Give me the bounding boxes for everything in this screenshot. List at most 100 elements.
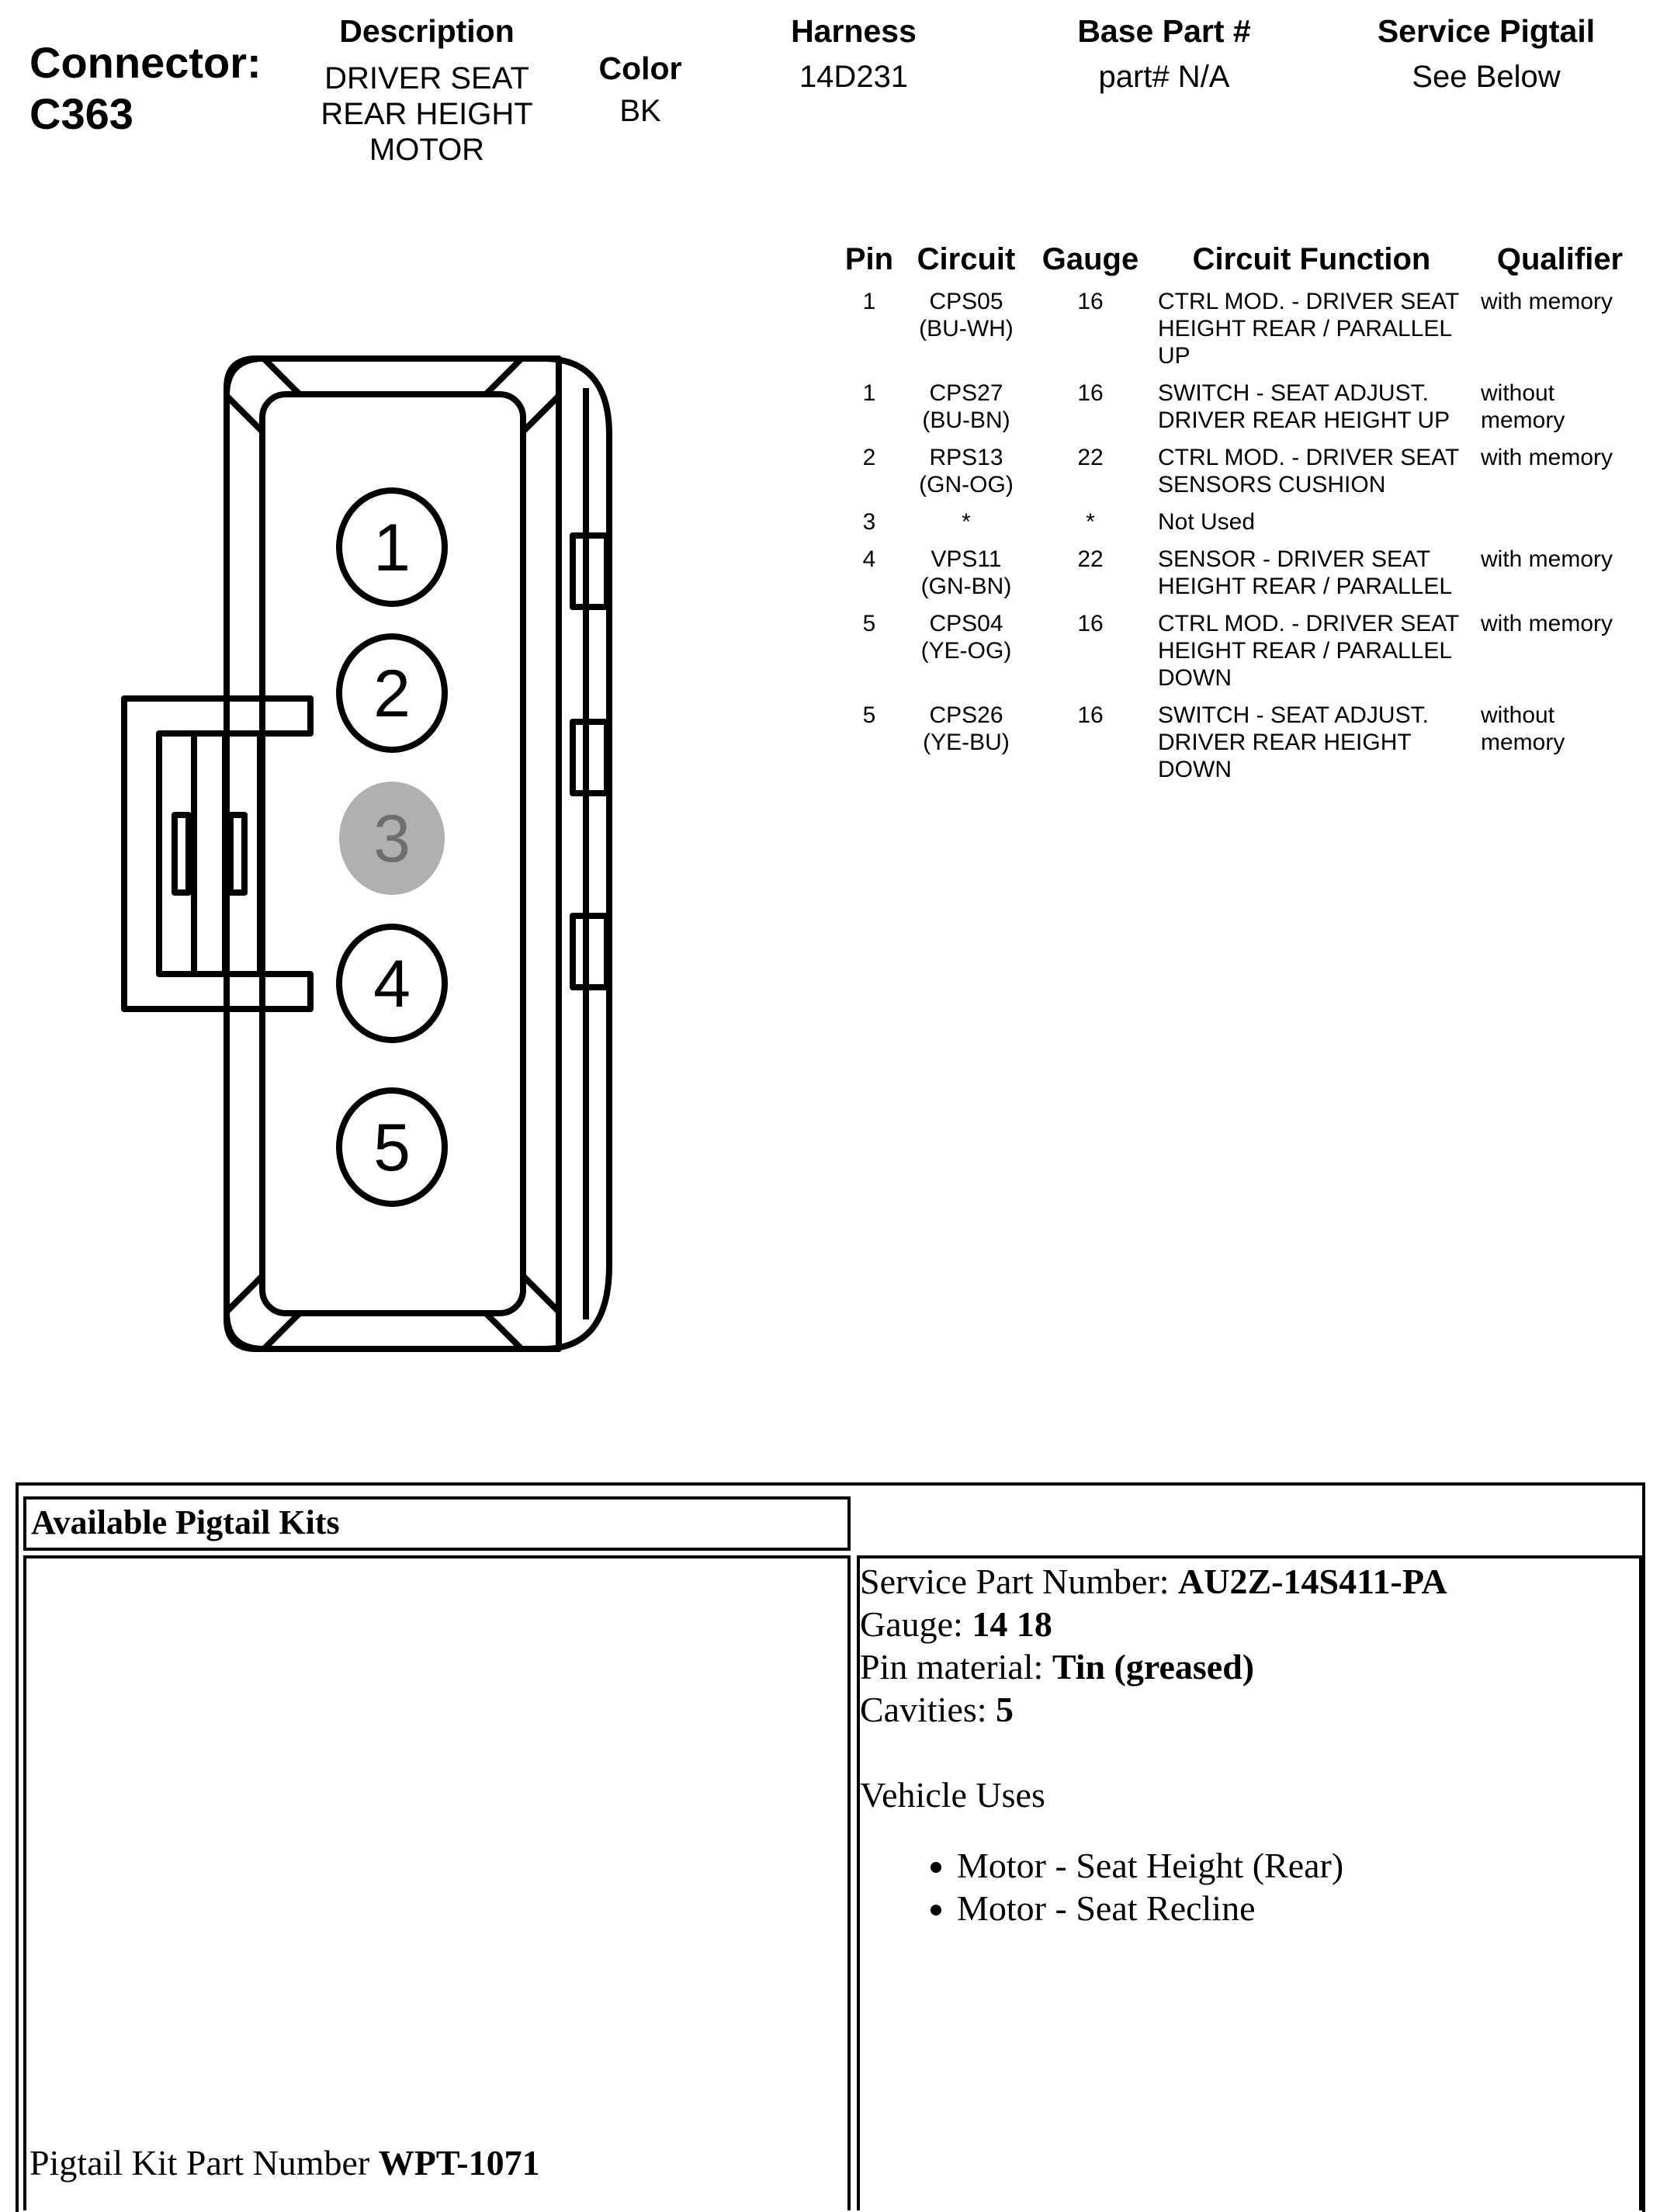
connector-title: Connector: C363	[29, 37, 262, 140]
gauge-header: Gauge	[1041, 242, 1139, 276]
gauge-line: Gauge: 14 18	[860, 1603, 1447, 1645]
gauge-cell: 16	[1077, 611, 1104, 636]
gauge-cell: 16	[1077, 380, 1104, 406]
circuit-header: Circuit	[917, 242, 1016, 276]
pin-4-cavity	[336, 924, 448, 1043]
pin-material-value: Tin (greased)	[1052, 1647, 1255, 1687]
base-part-column: Base Part # part# N/A	[1040, 12, 1288, 95]
function-cell: SWITCH - SEAT ADJUST. DRIVER REAR HEIGHT…	[1158, 380, 1450, 433]
function-cell: Not Used	[1158, 509, 1256, 535]
service-pigtail-column: Service Pigtail See Below	[1343, 12, 1630, 95]
pin-2-cavity	[336, 633, 448, 753]
pin-1-cavity	[336, 487, 448, 607]
pin-cell: 2	[862, 445, 876, 470]
qualifier-cell: with memory	[1481, 546, 1613, 572]
qualifier-cell: with memory	[1481, 289, 1613, 314]
pin-5-label: 5	[373, 1111, 411, 1185]
pin-cell: 4	[862, 546, 876, 572]
description-value: DRIVER SEAT REAR HEIGHT MOTOR	[321, 61, 533, 167]
pigtail-kit-details: Service Part Number: AU2Z-14S411-PA Gaug…	[860, 1560, 1447, 1929]
gauge-cell: 22	[1077, 445, 1104, 470]
circuit-cell: CPS05 (BU-WH)	[919, 289, 1014, 342]
vehicle-uses-label: Vehicle Uses	[860, 1775, 1045, 1815]
pin-material-line: Pin material: Tin (greased)	[860, 1645, 1447, 1688]
color-label: Color	[598, 50, 682, 86]
gauge-cell: 16	[1077, 702, 1104, 728]
service-pigtail-label: Service Pigtail	[1377, 13, 1596, 49]
pin-cell: 3	[862, 509, 876, 535]
pin-table-header-row: Pin Circuit Gauge Circuit Function Quali…	[838, 242, 1645, 288]
qualifier-header: Qualifier	[1496, 242, 1624, 276]
function-cell: CTRL MOD. - DRIVER SEAT HEIGHT REAR / PA…	[1158, 289, 1460, 369]
function-cell: CTRL MOD. - DRIVER SEAT HEIGHT REAR / PA…	[1158, 611, 1460, 691]
table-row: 3 * * Not Used	[838, 508, 1645, 546]
pin-1-label: 1	[373, 511, 411, 585]
pin-cell: 1	[862, 289, 876, 314]
list-item: Motor - Seat Recline	[957, 1887, 1447, 1929]
connector-side-ribs	[570, 532, 610, 990]
connector-face-diagram: 1 2 3 4 5	[121, 355, 612, 1352]
cavities-label: Cavities:	[860, 1690, 996, 1729]
list-item: Motor - Seat Height (Rear)	[957, 1844, 1447, 1887]
cavities-value: 5	[996, 1690, 1014, 1729]
circuit-cell: CPS04 (YE-OG)	[920, 611, 1012, 664]
kit-part-value: WPT-1071	[378, 2143, 540, 2183]
gauge-value: 14 18	[972, 1604, 1052, 1644]
service-part-line: Service Part Number: AU2Z-14S411-PA	[860, 1560, 1447, 1603]
table-row: 1 CPS05 (BU-WH) 16 CTRL MOD. - DRIVER SE…	[838, 288, 1645, 380]
service-part-label: Service Part Number:	[860, 1562, 1179, 1601]
pin-4-label: 4	[373, 947, 411, 1021]
pin-cell: 5	[862, 702, 876, 728]
connector-id: C363	[29, 89, 133, 138]
harness-label: Harness	[791, 13, 917, 49]
service-part-value: AU2Z-14S411-PA	[1178, 1562, 1447, 1601]
vehicle-uses-list: Motor - Seat Height (Rear) Motor - Seat …	[860, 1844, 1447, 1929]
pin-cell: 5	[862, 611, 876, 636]
pin-material-label: Pin material:	[860, 1647, 1052, 1687]
pin-cell: 1	[862, 380, 876, 406]
cavities-line: Cavities: 5	[860, 1688, 1447, 1731]
table-row: 5 CPS04 (YE-OG) 16 CTRL MOD. - DRIVER SE…	[838, 610, 1645, 702]
pigtail-kits-title: Available Pigtail Kits	[31, 1503, 340, 1541]
gauge-label: Gauge:	[860, 1604, 972, 1644]
connector-latch	[121, 695, 314, 1012]
circuit-cell: CPS27 (BU-BN)	[922, 380, 1010, 433]
qualifier-cell: with memory	[1481, 611, 1613, 636]
qualifier-cell: with memory	[1481, 445, 1613, 470]
circuit-cell: VPS11 (GN-BN)	[920, 546, 1012, 599]
pin-header: Pin	[844, 242, 894, 276]
pigtail-kit-frame	[16, 1482, 1645, 2212]
table-row: 1 CPS27 (BU-BN) 16 SWITCH - SEAT ADJUST.…	[838, 380, 1645, 444]
connector-label: Connector:	[29, 38, 262, 87]
pin-table: Pin Circuit Gauge Circuit Function Quali…	[838, 242, 1645, 793]
base-part-label: Base Part #	[1077, 13, 1251, 49]
pin-2-label: 2	[373, 657, 411, 731]
harness-column: Harness 14D231	[737, 12, 970, 95]
description-label: Description	[339, 13, 515, 49]
pigtail-kit-image-box	[23, 1555, 851, 2210]
pin-group: 1 2 3 4 5	[336, 487, 448, 1207]
circuit-cell: CPS26 (YE-BU)	[923, 702, 1010, 755]
gauge-cell: 22	[1077, 546, 1104, 572]
color-value: BK	[619, 94, 661, 128]
gauge-cell: 16	[1077, 289, 1104, 314]
function-cell: SWITCH - SEAT ADJUST. DRIVER REAR HEIGHT…	[1158, 702, 1429, 782]
pigtail-kit-part-number: Pigtail Kit Part Number WPT-1071	[29, 2142, 540, 2183]
function-cell: SENSOR - DRIVER SEAT HEIGHT REAR / PARAL…	[1158, 546, 1453, 599]
pigtail-kit-title-box	[23, 1496, 851, 1551]
service-pigtail-value: See Below	[1412, 60, 1561, 94]
pin-3-label: 3	[373, 802, 411, 876]
table-row: 2 RPS13 (GN-OG) 22 CTRL MOD. - DRIVER SE…	[838, 444, 1645, 508]
circuit-cell: RPS13 (GN-OG)	[919, 445, 1014, 498]
pigtail-kit-details-box	[857, 1555, 1642, 2210]
base-part-value: part# N/A	[1098, 60, 1230, 94]
qualifier-cell: without memory	[1481, 380, 1565, 433]
pin-5-cavity	[336, 1087, 448, 1207]
pin-3-cavity	[339, 782, 445, 895]
description-column: Description DRIVER SEAT REAR HEIGHT MOTO…	[295, 12, 559, 168]
function-cell: CTRL MOD. - DRIVER SEAT SENSORS CUSHION	[1158, 445, 1460, 498]
qualifier-cell	[1475, 508, 1645, 546]
qualifier-cell: without memory	[1481, 702, 1565, 755]
table-row: 4 VPS11 (GN-BN) 22 SENSOR - DRIVER SEAT …	[838, 546, 1645, 610]
circuit-cell: *	[962, 509, 971, 535]
